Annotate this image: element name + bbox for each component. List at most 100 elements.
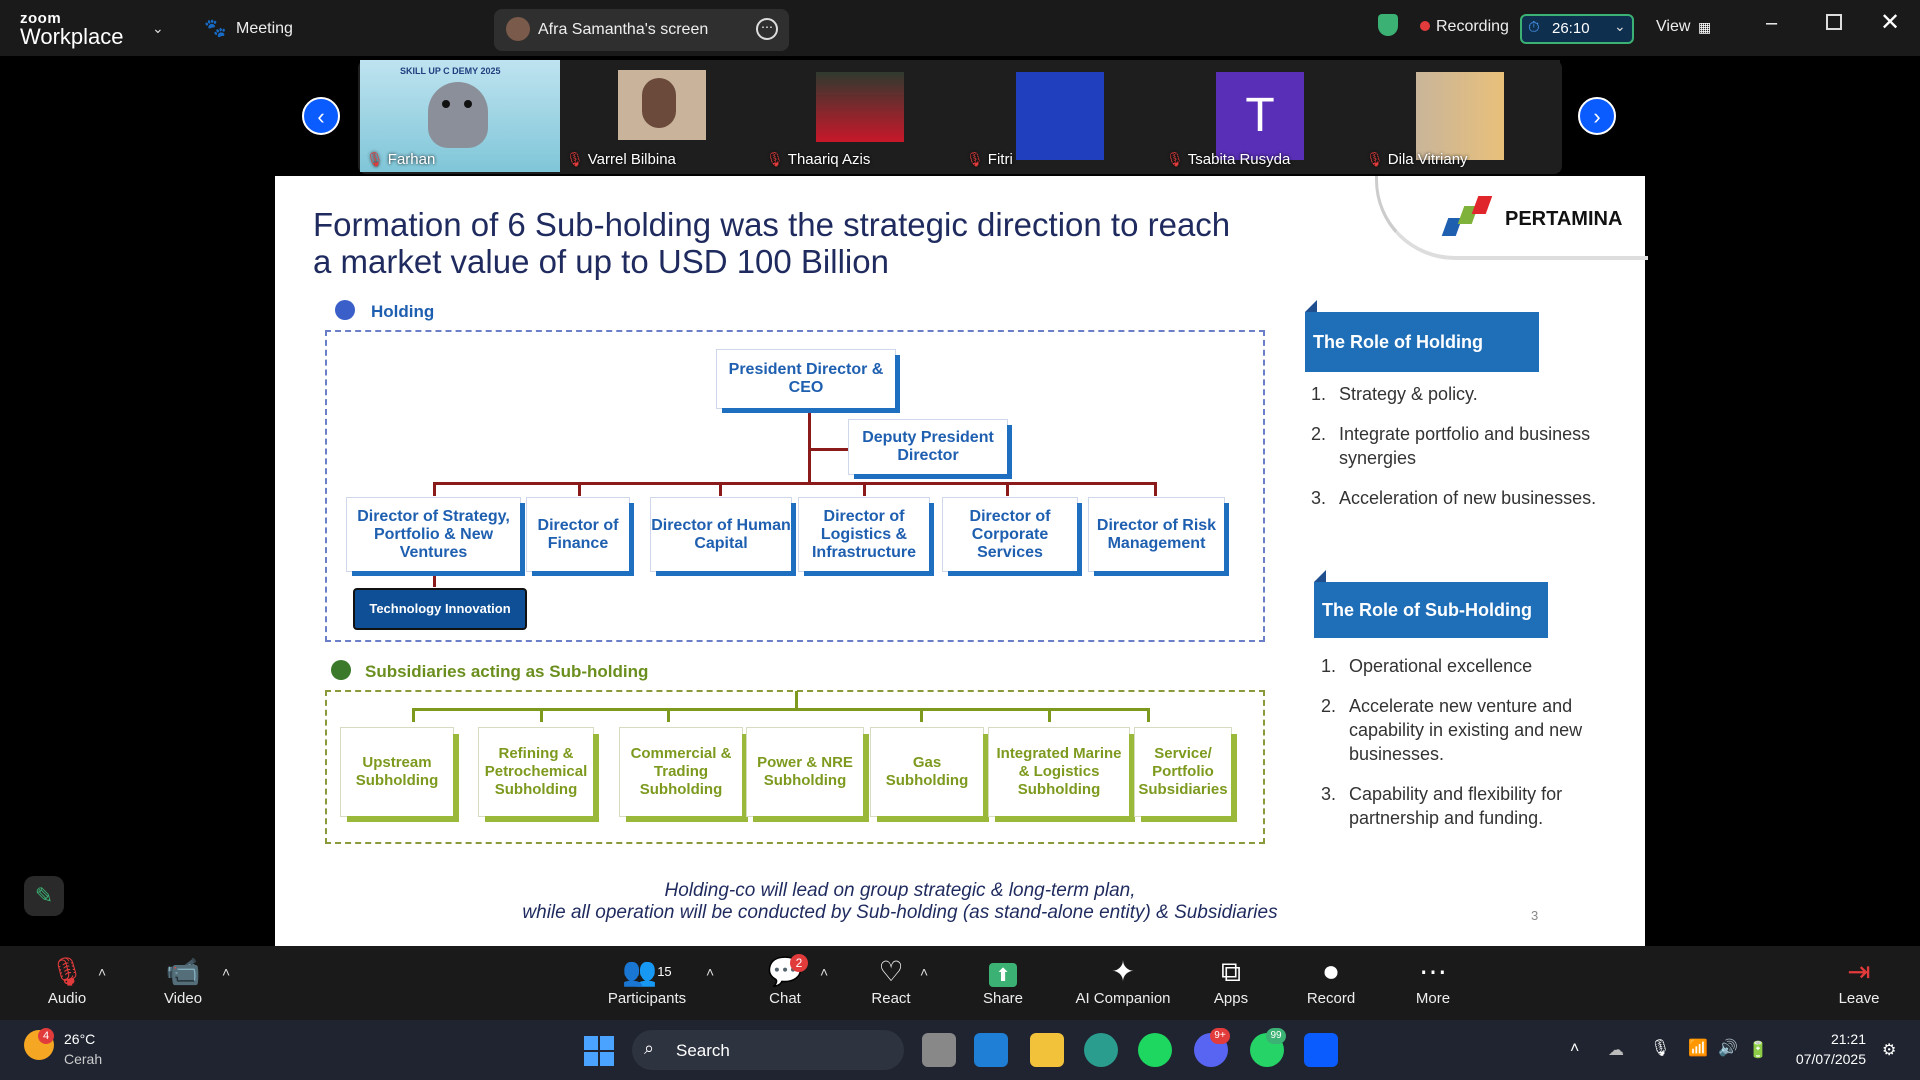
meeting-menu[interactable]: Meeting [236, 20, 293, 37]
participant-tile[interactable]: 🎙Fitri [960, 60, 1160, 172]
director-box: Director of Corporate Services [943, 498, 1077, 571]
org-line [863, 482, 866, 496]
org-line [540, 708, 543, 722]
director-box: Director of Strategy, Portfolio & New Ve… [347, 498, 520, 571]
record-button[interactable]: ⏺ Record [1302, 954, 1360, 1007]
react-heart-icon: ♡ [878, 956, 904, 987]
participant-video [1416, 72, 1504, 160]
participant-tile[interactable]: SKILL UP C DEMY 2025 🎙Farhan [360, 60, 560, 172]
zoom-app-icon[interactable] [1304, 1033, 1338, 1067]
mic-off-icon: 🎙 [49, 956, 85, 987]
logo-text: PERTAMINA [1505, 208, 1623, 230]
chevron-up-icon[interactable]: ˄ [1570, 1040, 1580, 1057]
leave-icon: ⇥ [1847, 956, 1871, 987]
whatsapp-badge: 99 [1266, 1028, 1286, 1044]
record-label: Record [1306, 990, 1356, 1007]
mic-off-icon: 🎙 [966, 151, 984, 167]
slide-footer: Holding-co will lead on group strategic … [475, 880, 1325, 924]
mic-icon[interactable]: 🎙 [1650, 1040, 1671, 1057]
participant-tile[interactable]: 🎙Varrel Bilbina [560, 60, 760, 172]
org-line [719, 482, 722, 496]
audio-label: Audio [47, 990, 87, 1007]
view-button[interactable]: View [1656, 18, 1691, 35]
edge-icon[interactable] [1084, 1033, 1118, 1067]
spotify-icon[interactable] [1138, 1033, 1172, 1067]
org-line [578, 482, 581, 496]
role-tab-corner [1314, 570, 1326, 582]
chevron-up-icon[interactable]: ˄ [98, 964, 107, 980]
minimize-icon[interactable]: – [1766, 12, 1778, 34]
windows-start-icon[interactable] [584, 1036, 614, 1066]
ai-companion-button[interactable]: ✦ AI Companion [1070, 954, 1176, 1007]
video-button[interactable]: 📹 Video [156, 954, 210, 1007]
role-holding-title: The Role of Holding [1305, 312, 1539, 372]
gallery-next-button[interactable]: › [1578, 97, 1616, 135]
clock-time[interactable]: 21:21 [1830, 1031, 1866, 1047]
chevron-up-icon[interactable]: ˄ [920, 964, 929, 980]
director-box: Director of Human Capital [651, 498, 791, 571]
participant-tile[interactable]: 🎙Dila Vitriany [1360, 60, 1560, 172]
discord-badge: 9+ [1210, 1028, 1230, 1044]
share-button[interactable]: ⬆ Share [976, 954, 1030, 1007]
participant-name: 🎙Fitri [966, 151, 1013, 168]
record-icon: ⏺ [1323, 956, 1338, 987]
recording-label[interactable]: Recording [1436, 18, 1509, 35]
subholding-box: Power & NRE Subholding [747, 728, 863, 816]
volume-icon[interactable]: 🔊 [1718, 1040, 1738, 1057]
taskbar-search[interactable]: ⌕ Search [632, 1030, 904, 1070]
timer-icon: ⏱ [1528, 19, 1540, 36]
gallery-prev-button[interactable]: ‹ [302, 97, 340, 135]
os-taskbar [0, 1020, 1920, 1080]
org-line [808, 448, 852, 451]
more-icon: ⋯ [1419, 956, 1447, 987]
video-label: Video [163, 990, 203, 1007]
chevron-down-icon[interactable]: ⌄ [152, 20, 164, 36]
task-view-icon[interactable] [922, 1033, 956, 1067]
annotate-pencil-icon[interactable]: ✎ [24, 876, 64, 916]
battery-icon[interactable]: 🔋 [1748, 1042, 1768, 1059]
restore-icon[interactable] [1826, 14, 1842, 30]
more-label: More [1415, 990, 1451, 1007]
ai-companion-label: AI Companion [1075, 990, 1171, 1007]
org-line [1154, 482, 1157, 496]
director-box: Director of Finance [527, 498, 629, 571]
chevron-up-icon[interactable]: ˄ [706, 964, 715, 980]
mic-off-icon: 🎙 [1166, 151, 1184, 167]
pertamina-logo-icon [1441, 196, 1497, 236]
app-logo: Workplace [20, 24, 124, 49]
chevron-up-icon[interactable]: ˄ [820, 964, 829, 980]
wifi-icon[interactable]: 📶 [1688, 1040, 1708, 1057]
participant-tile[interactable]: T 🎙Tsabita Rusyda [1160, 60, 1360, 172]
cloud-icon[interactable]: ☁ [1608, 1042, 1624, 1059]
participant-gallery: SKILL UP C DEMY 2025 🎙Farhan 🎙Varrel Bil… [358, 60, 1562, 174]
vscode-icon[interactable] [974, 1033, 1008, 1067]
participant-tile[interactable]: 🎙Thaariq Azis [760, 60, 960, 172]
audio-button[interactable]: 🎙 Audio [40, 954, 94, 1007]
shared-screen-indicator[interactable]: Afra Samantha's screen ⋯ [494, 9, 789, 51]
meeting-toolbar: 🎙 Audio ˄ 📹 Video ˄ 👥15 Participants ˄ 💬… [0, 946, 1920, 1020]
subholding-box: Upstream Subholding [341, 728, 453, 816]
notifications-icon[interactable]: ⚙ [1882, 1042, 1897, 1059]
more-button[interactable]: ⋯ More [1408, 954, 1458, 1007]
participants-button[interactable]: 👥15 Participants [600, 954, 694, 1007]
list-item: 3.Acceleration of new businesses. [1311, 488, 1597, 508]
chat-label: Chat [769, 990, 801, 1007]
close-icon[interactable]: ✕ [1880, 9, 1901, 36]
meeting-timer[interactable]: ⏱ 26:10 ⌄ [1520, 14, 1634, 44]
chevron-up-icon[interactable]: ˄ [222, 964, 231, 980]
top-bar: zoom Workplace ⌄ 🐾 Meeting Afra Samantha… [0, 0, 1920, 56]
clock-date[interactable]: 07/07/2025 [1795, 1051, 1866, 1067]
file-explorer-icon[interactable] [1030, 1033, 1064, 1067]
bullet-dot [335, 300, 355, 320]
react-button[interactable]: ♡ React [866, 954, 916, 1007]
org-line [808, 408, 811, 482]
director-box: Director of Logistics & Infrastructure [799, 498, 929, 571]
list-item: 2.Accelerate new venture and capability … [1321, 696, 1583, 764]
leave-button[interactable]: ⇥ Leave [1834, 954, 1884, 1007]
more-options-icon[interactable]: ⋯ [756, 18, 778, 40]
participant-name: 🎙Dila Vitriany [1366, 151, 1468, 168]
shield-check-icon[interactable] [1378, 14, 1398, 36]
president-box: President Director & CEO [717, 350, 895, 408]
apps-button[interactable]: ⧉ Apps [1208, 954, 1254, 1007]
weather-temp[interactable]: 26°C [64, 1031, 96, 1047]
